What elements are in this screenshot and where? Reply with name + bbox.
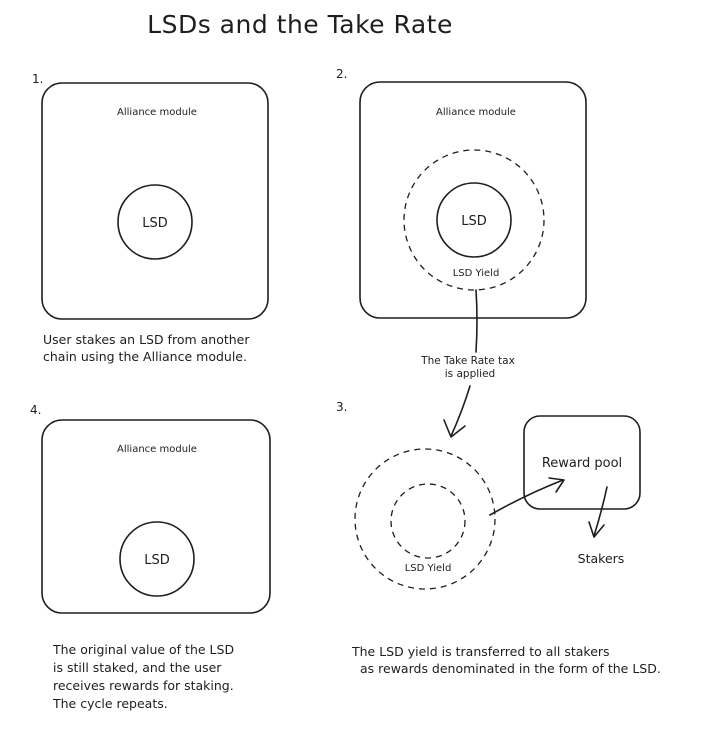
step-number-4: 4. (30, 403, 41, 417)
yield-inner-ring-3 (390, 483, 466, 559)
caption-4-line-3: receives rewards for staking. (53, 678, 234, 693)
take-rate-note-line-1: The Take Rate tax (420, 355, 515, 367)
alliance-module-box-4 (41, 419, 271, 614)
alliance-module-box-2 (359, 81, 587, 319)
pool-to-stakers-arrow (593, 486, 608, 537)
take-rate-arrow (450, 385, 471, 437)
alliance-module-label-4: Alliance module (117, 444, 197, 455)
step-number-2: 2. (336, 67, 347, 81)
step-number-3: 3. (336, 400, 347, 414)
step-number-1: 1. (32, 72, 43, 86)
lsd-yield-label-2: LSD Yield (453, 268, 500, 279)
yield-to-pool-arrow-head (548, 477, 565, 493)
yield-outer-ring-3 (354, 448, 496, 590)
lsd-circle-1 (117, 184, 193, 260)
caption-3-line-1: The LSD yield is transferred to all stak… (351, 644, 610, 659)
caption-4-line-1: The original value of the LSD (52, 642, 234, 657)
yield-to-pool-arrow (489, 479, 564, 516)
lsd-circle-2 (436, 182, 512, 258)
lsd-yield-label-3: LSD Yield (405, 563, 452, 574)
take-rate-connector-line (475, 289, 478, 353)
take-rate-note-line-2: is applied (445, 368, 495, 380)
caption-4-line-4: The cycle repeats. (52, 696, 168, 711)
lsd-label-2: LSD (461, 214, 487, 229)
reward-pool-label: Reward pool (542, 456, 622, 471)
alliance-module-box-1 (41, 82, 269, 320)
alliance-module-label-1: Alliance module (117, 107, 197, 118)
lsd-yield-ring-2 (403, 149, 545, 291)
lsd-circle-4 (119, 521, 195, 597)
lsd-label-1: LSD (142, 216, 168, 231)
pool-to-stakers-arrow-head (588, 521, 605, 538)
alliance-module-label-2: Alliance module (436, 107, 516, 118)
lsd-label-4: LSD (144, 553, 170, 568)
diagram-title: LSDs and the Take Rate (147, 10, 453, 39)
caption-3-line-2: as rewards denominated in the form of th… (360, 661, 661, 676)
caption-4-line-2: is still staked, and the user (53, 660, 222, 675)
caption-1-line-2: chain using the Alliance module. (43, 349, 247, 364)
reward-pool-box (523, 415, 641, 510)
stakers-label: Stakers (578, 551, 625, 566)
caption-1-line-1: User stakes an LSD from another (43, 332, 250, 347)
take-rate-arrow-head (443, 419, 466, 438)
